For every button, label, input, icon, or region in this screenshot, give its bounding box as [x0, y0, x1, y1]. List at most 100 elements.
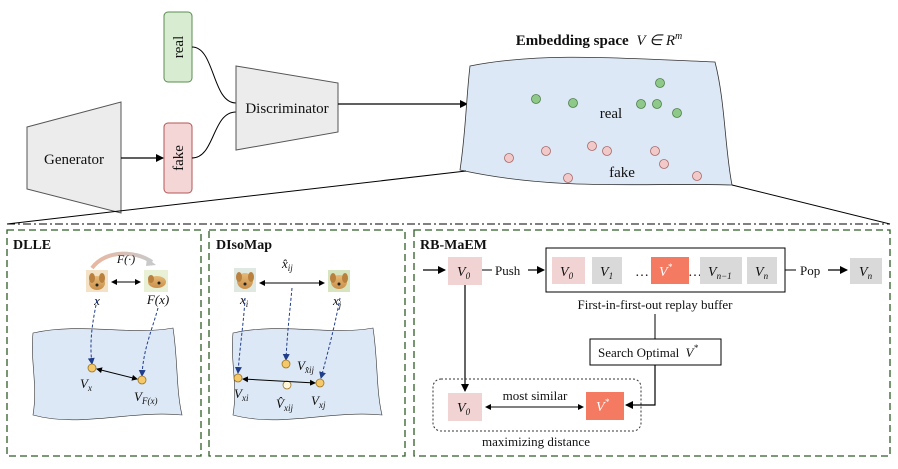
dlle-vfx-label: VF(x): [134, 389, 157, 406]
buffer-cell-label: V1: [600, 265, 613, 281]
buffer-cell-label: V*: [659, 262, 673, 280]
embedding-title: Embedding space V ∈ Rm: [516, 31, 683, 49]
fake-sample-label: fake: [171, 145, 187, 171]
real-point: [568, 98, 578, 108]
curve-fake-to-discriminator: [191, 111, 237, 159]
rbmaem-pop-label: Pop: [800, 263, 820, 278]
fake-point: [692, 171, 702, 181]
fake-point: [659, 159, 669, 169]
generator-label: Generator: [44, 152, 104, 168]
disomap-vhat-label: V̂xij: [276, 396, 293, 413]
fake-point: [587, 141, 597, 151]
dlle-embed-arrow: [96, 367, 138, 381]
dlle-fx-label: F(x): [146, 292, 169, 307]
dlle-vx-label: Vx: [80, 376, 92, 393]
disomap-vxj-label: Vxj: [311, 393, 326, 410]
buffer-cell-label: Vn: [755, 265, 769, 281]
dlle-func-label: F(·): [116, 252, 135, 266]
buffer-cell: [651, 257, 689, 284]
buffer-cell: [747, 257, 777, 284]
real-embedding-points: [531, 78, 682, 118]
dlle-proj-fx: [138, 307, 159, 377]
curve-real-to-discriminator: [191, 46, 237, 104]
disomap-point-vxhat: [281, 359, 291, 369]
discriminator-label: Discriminator: [245, 101, 328, 117]
buffer-cell-label: V0: [560, 265, 574, 281]
cluster-real-label: real: [600, 106, 622, 122]
dlle-manifold: [32, 327, 183, 421]
dlle-title: DLLE: [13, 238, 51, 253]
disomap-manifold: [232, 327, 383, 421]
dlle-panel: DLLE F(·) x F(x) Vx: [6, 229, 202, 457]
embedding-space-sheet: [459, 56, 733, 186]
real-point: [531, 94, 541, 104]
buffer-cell-label: Vn−1: [708, 265, 732, 281]
rbmaem-push-label: Push: [495, 263, 521, 278]
rbmaem-v0-bottom-box: [448, 393, 482, 421]
fake-point: [541, 146, 551, 156]
discriminator-block: [235, 65, 339, 151]
dlle-point-vx: [87, 363, 97, 373]
disomap-xhat-label: x̂ij: [281, 256, 293, 273]
disomap-panel-border: [208, 229, 406, 457]
search-optimal-box: [589, 338, 722, 366]
buffer-cell: [700, 257, 742, 284]
zoom-line-left: [6, 170, 467, 225]
dlle-dog-image-fx: [144, 270, 168, 292]
rbmaem-vn-label: Vn: [859, 265, 873, 281]
rbmaem-v0-box: [448, 257, 482, 285]
buffer-ellipsis: …: [688, 265, 702, 280]
maximizing-distance-region: [432, 378, 642, 432]
fake-embedding-points: [504, 141, 702, 183]
disomap-proj-hat: [282, 287, 293, 361]
real-point: [636, 99, 646, 109]
replay-buffer-cells: V0 V1 … V* … Vn−1 Vn: [552, 257, 777, 284]
disomap-vxi-label: Vxi: [234, 386, 249, 403]
real-point: [672, 108, 682, 118]
disomap-dog-image-i: [234, 268, 256, 292]
rbmaem-panel-border: [413, 229, 891, 457]
disomap-proj-j: [319, 297, 341, 379]
rbmaem-panel: RB-MaEM V0 Push V0 V1 … V* … Vn−1 Vn Pop Vn Fi…: [413, 229, 891, 457]
real-point: [655, 78, 665, 88]
generator-block: [26, 101, 122, 214]
buffer-ellipsis: …: [635, 265, 649, 280]
disomap-proj-i: [234, 297, 246, 374]
dlle-dog-image-x: [86, 270, 108, 292]
disomap-point-vxj: [315, 378, 325, 388]
rbmaem-v0-label: V0: [457, 265, 471, 281]
disomap-geodesic-arrow: [242, 376, 316, 386]
dlle-proj-x: [87, 299, 98, 365]
disomap-xi-label: xi: [239, 292, 249, 309]
disomap-vxhat-label: Vx̂ij: [297, 358, 314, 375]
search-to-vstar-arrow: [625, 365, 656, 409]
buffer-cell: [552, 257, 585, 284]
maximizing-distance-label: maximizing distance: [482, 434, 590, 449]
replay-buffer-caption: First-in-first-out replay buffer: [578, 297, 734, 312]
real-point: [652, 99, 662, 109]
disomap-point-vhat: [282, 380, 292, 390]
fake-point: [563, 173, 573, 183]
fake-point: [650, 146, 660, 156]
real-sample-label: real: [171, 36, 187, 58]
cluster-fake-label: fake: [609, 165, 635, 181]
buffer-cell: [592, 257, 622, 284]
rbmaem-v0-bottom-label: V0: [457, 401, 471, 417]
rbmaem-vstar-label: V*: [596, 397, 610, 415]
rbmaem-vn-box: [850, 258, 882, 284]
disomap-xj-label: xj: [332, 293, 342, 310]
dlle-point-vfx: [137, 375, 147, 385]
disomap-panel: DIsoMap x̂ij xi xj: [208, 229, 406, 457]
rbmaem-vstar-box: [586, 392, 624, 420]
most-similar-label: most similar: [503, 388, 568, 403]
disomap-title: DIsoMap: [216, 238, 272, 253]
disomap-dog-image-j: [328, 270, 350, 292]
rbmaem-title: RB-MaEM: [420, 238, 487, 253]
search-optimal-label: Search Optimal V*: [598, 343, 698, 360]
dlle-panel-border: [6, 229, 202, 457]
gan-section: Generator real fake Discriminator Embedd…: [6, 11, 891, 225]
fake-point: [504, 153, 514, 163]
disomap-point-vxi: [233, 373, 243, 383]
fake-point: [602, 146, 612, 156]
